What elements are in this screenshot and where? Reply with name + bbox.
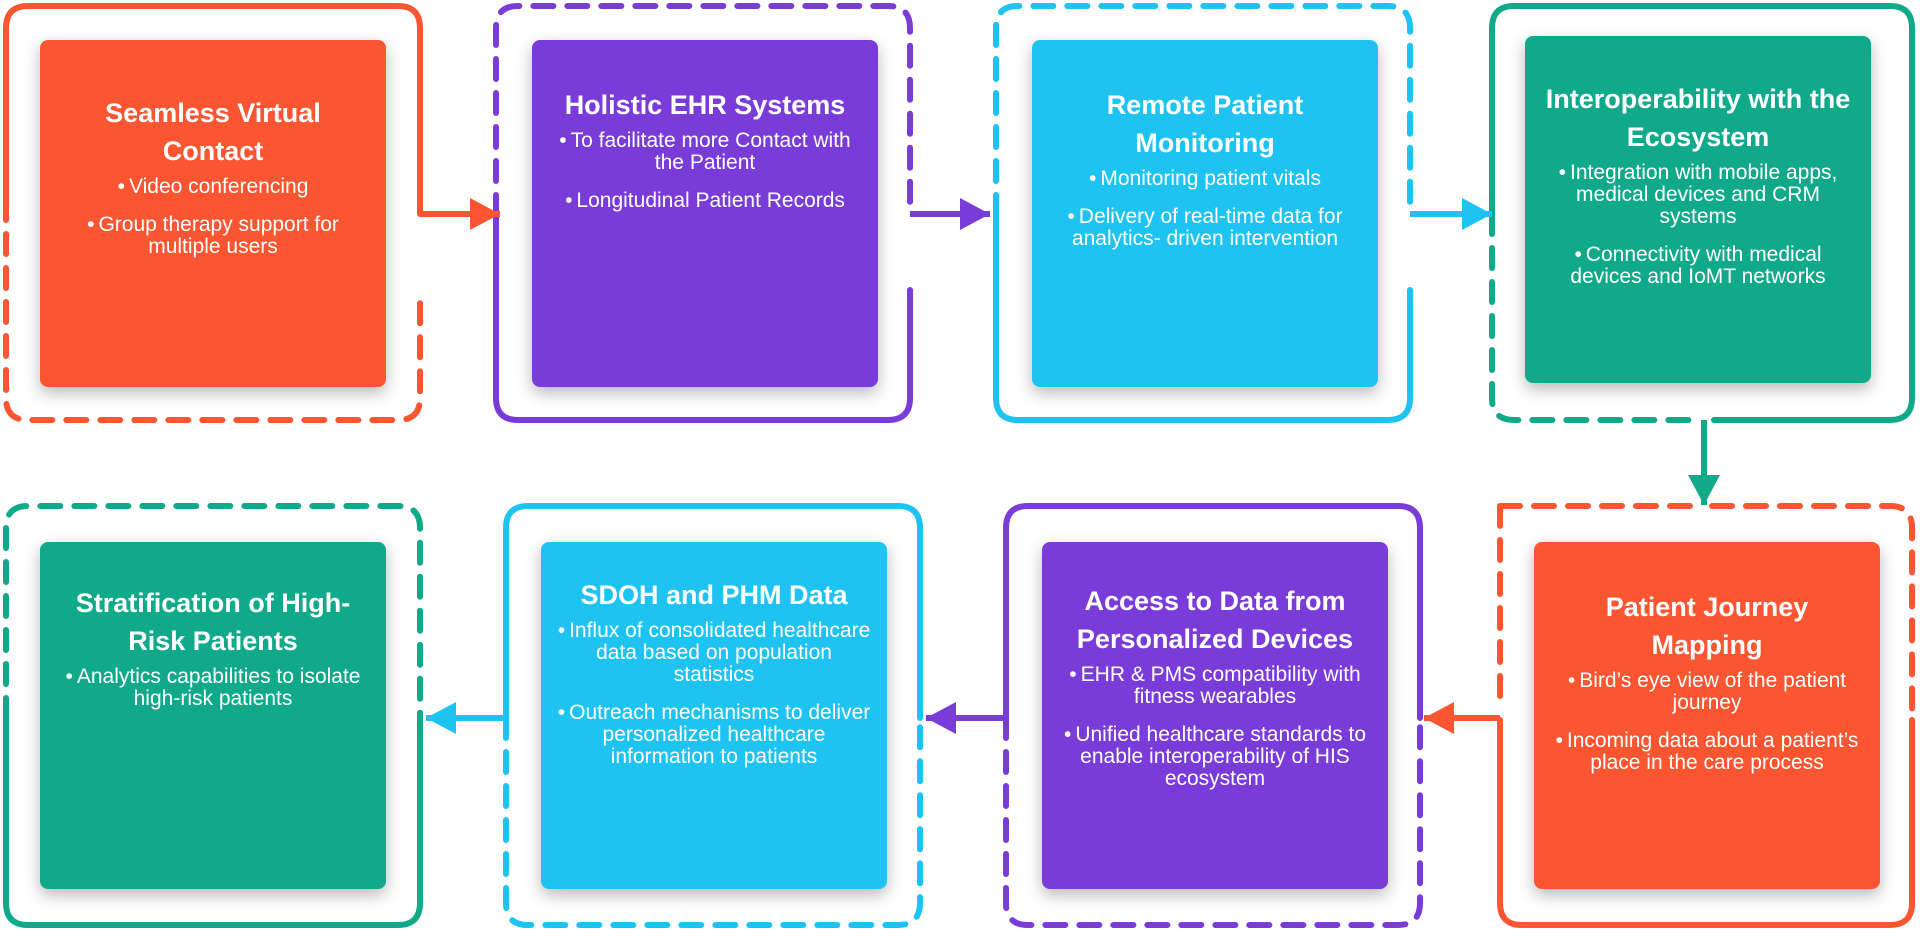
step-bullet: Video conferencing: [128, 175, 309, 198]
step-bullet: Delivery of real-time data for analytics…: [1071, 205, 1343, 250]
step-title: Interoperability with the Ecosystem: [1545, 84, 1851, 152]
step-title: Access to Data from Personalized Devices: [1076, 586, 1354, 654]
step-card-patient-journey-mapping: Patient Journey Mapping •Bird’s eye view…: [1534, 542, 1880, 889]
step-title: SDOH and PHM Data: [580, 580, 848, 610]
frame-solid-segment: [493, 212, 913, 423]
arrow-head: [1462, 198, 1492, 230]
step-bullet: Connectivity with medical devices and Io…: [1570, 243, 1826, 288]
step-bullet: Incoming data about a patient’s place in…: [1566, 729, 1859, 774]
frame-solid-segment: [3, 3, 423, 217]
step-bullet: To facilitate more Contact with the Pati…: [570, 129, 851, 174]
step-bullet: Group therapy support for multiple users: [98, 213, 339, 258]
step-title: Stratification of High-Risk Patients: [75, 588, 351, 656]
frame-dashed-segment: [1489, 211, 1697, 423]
arrow-head: [426, 702, 456, 734]
frame-dashed-segment: [1709, 503, 1915, 723]
step-bullet: EHR & PMS compatibility with fitness wea…: [1080, 663, 1361, 708]
step-bullet: Longitudinal Patient Records: [576, 189, 845, 212]
step-card-holistic-ehr-systems: Holistic EHR Systems •To facilitate more…: [532, 40, 878, 387]
frame-solid-segment: [993, 212, 1413, 423]
card-frames: [3, 3, 1915, 928]
frame-solid-segment: [3, 715, 423, 928]
arrow-head: [1424, 702, 1454, 734]
step-bullet: Integration with mobile apps, medical de…: [1570, 161, 1838, 228]
arrow-head: [1688, 475, 1720, 505]
step-bullet: Influx of consolidated healthcare data b…: [569, 619, 871, 686]
frame-solid-segment: [1489, 3, 1915, 423]
arrow-head: [926, 702, 956, 734]
step-bullet: Unified healthcare standards to enable i…: [1075, 723, 1367, 790]
step-card-access-to-data-from-personalized-devices: Access to Data from Personalized Devices…: [1042, 542, 1388, 889]
step-card-interoperability-with-the-ecosystem: Interoperability with the Ecosystem •Int…: [1525, 36, 1871, 383]
frame-dashed-segment: [493, 3, 913, 218]
step-card-sdoh-and-phm-data: SDOH and PHM Data •Influx of consolidate…: [541, 542, 887, 889]
flow-arrows: [420, 198, 1720, 734]
step-title: Holistic EHR Systems: [564, 90, 846, 120]
step-title: Patient Journey Mapping: [1605, 592, 1809, 660]
frame-dashed-segment: [3, 197, 423, 423]
step-card-remote-patient-monitoring: Remote Patient Monitoring •Monitoring pa…: [1032, 40, 1378, 387]
arrow-head: [470, 198, 500, 230]
frame-solid-segment: [503, 503, 923, 721]
step-card-stratification-of-high-risk-patients: Stratification of High-Risk Patients •An…: [40, 542, 386, 889]
step-card-seamless-virtual-contact: Seamless Virtual Contact •Video conferen…: [40, 40, 386, 387]
step-bullet: Bird’s eye view of the patient journey: [1579, 669, 1847, 714]
frame-dashed-segment: [3, 503, 423, 721]
frame-solid-segment: [1497, 717, 1915, 928]
step-title: Remote Patient Monitoring: [1106, 90, 1304, 158]
step-bullet: Monitoring patient vitals: [1100, 167, 1321, 190]
step-bullet: Analytics capabilities to isolate high-r…: [76, 665, 361, 710]
step-bullet: Outreach mechanisms to deliver personali…: [569, 701, 871, 768]
frame-dashed-segment: [1003, 715, 1423, 928]
frame-dashed-segment: [993, 3, 1413, 218]
arrow-head: [960, 198, 990, 230]
step-title: Seamless Virtual Contact: [105, 98, 321, 166]
frame-dashed-segment: [503, 715, 923, 928]
frame-solid-segment: [1003, 503, 1423, 721]
